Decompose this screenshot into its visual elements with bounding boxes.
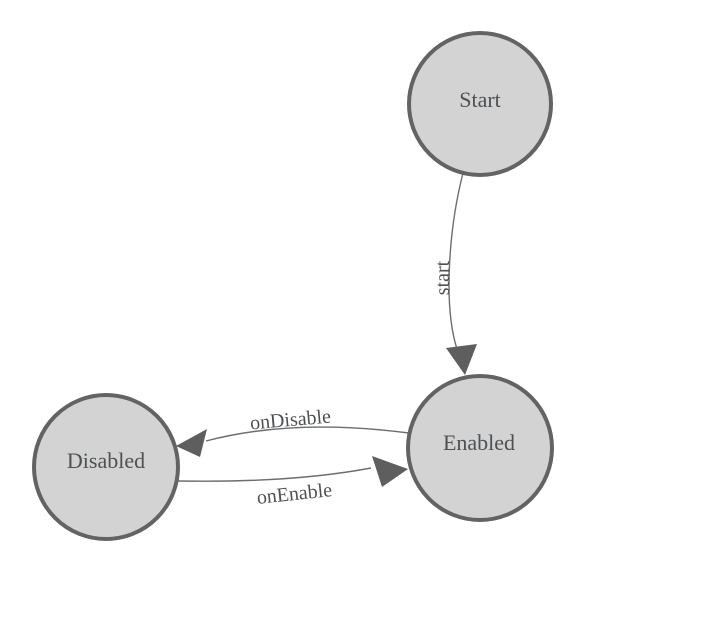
state-node-disabled-circle[interactable]	[32, 393, 180, 541]
arrowhead-icon	[176, 429, 207, 457]
edge-onenable[interactable]: onEnable	[176, 456, 408, 509]
state-node-start-label: Start	[459, 87, 501, 112]
state-node-enabled[interactable]: Enabled	[406, 374, 554, 522]
edge-start-line[interactable]	[448, 172, 464, 350]
arrowhead-icon	[446, 344, 477, 375]
edge-ondisable-label: onDisable	[249, 406, 332, 435]
edge-ondisable-line[interactable]	[205, 426, 410, 442]
state-node-start-circle[interactable]	[407, 31, 553, 177]
edge-start-label: start	[432, 260, 454, 295]
state-node-disabled[interactable]: Disabled	[32, 393, 180, 541]
edge-onenable-line[interactable]	[176, 467, 372, 482]
edge-ondisable[interactable]: onDisable	[176, 406, 410, 457]
edge-onenable-label: onEnable	[256, 479, 334, 509]
state-node-start[interactable]: Start	[407, 31, 553, 177]
arrowhead-icon	[372, 456, 408, 487]
state-node-enabled-label: Enabled	[443, 430, 515, 455]
edge-start[interactable]: start	[432, 172, 477, 375]
state-node-disabled-label: Disabled	[67, 448, 145, 473]
state-node-enabled-circle[interactable]	[406, 374, 554, 522]
